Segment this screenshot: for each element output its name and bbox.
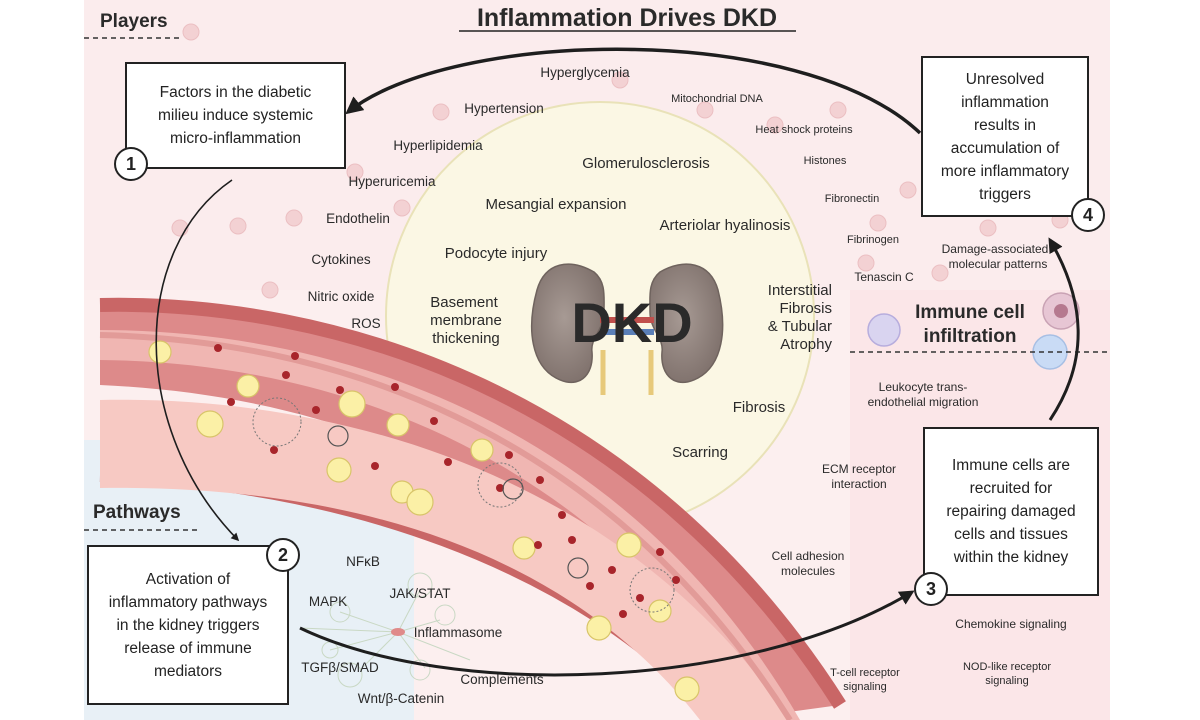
arrow-3-to-4 xyxy=(1048,237,1080,421)
lesion-glomerulosclerosis: Glomerulosclerosis xyxy=(582,155,710,172)
player-nitric-oxide: Nitric oxide xyxy=(308,289,375,304)
section-dividers xyxy=(84,37,1110,531)
vessel-cells xyxy=(148,340,700,702)
immune-nod-line-2: signaling xyxy=(985,675,1028,687)
step-1-badge: 1 xyxy=(114,147,148,181)
kidney-illustration xyxy=(531,263,724,395)
pathways-heading: Pathways xyxy=(93,502,181,523)
pathway-network xyxy=(299,572,471,688)
step-4-line: Unresolved xyxy=(965,70,1045,88)
player-cytokines: Cytokines xyxy=(311,252,371,267)
step-3-line: within the kidney xyxy=(953,549,1069,566)
step-2-line: Activation of xyxy=(145,570,231,588)
pathway-tgfb: TGFβ/SMAD xyxy=(301,660,379,675)
step-4-badge: 4 xyxy=(1071,198,1105,232)
step-1-box: Factors in the diabetic milieu induce sy… xyxy=(125,62,346,169)
step-3-badge: 3 xyxy=(914,572,948,606)
immune-ecm-line-1: ECM receptor xyxy=(822,462,896,476)
player-hyperlipidemia: Hyperlipidemia xyxy=(393,138,483,153)
lesion-interstitial-line-4: Atrophy xyxy=(780,336,832,353)
lesion-interstitial-line-2: Fibrosis xyxy=(779,300,832,317)
lesion-basement-line-2: membrane xyxy=(430,312,502,329)
step-2-line: release of immune xyxy=(124,639,252,657)
lesion-interstitial-line-1: Interstitial xyxy=(768,282,832,299)
pathway-mapk: MAPK xyxy=(309,594,347,609)
immune-adhesion-line-1: Cell adhesion xyxy=(772,549,845,563)
lesion-fibrosis: Fibrosis xyxy=(733,399,786,416)
damp-mito-dna: Mitochondrial DNA xyxy=(671,93,763,105)
step-4-line: triggers xyxy=(979,185,1031,203)
step-4-box: Unresolved inflammation results in accum… xyxy=(921,56,1089,217)
step-4-line: results in xyxy=(973,116,1037,134)
pathway-jakstat: JAK/STAT xyxy=(389,586,450,601)
lesion-scarring: Scarring xyxy=(672,444,728,461)
immune-leukocyte-line-2: endothelial migration xyxy=(868,395,979,409)
step-2-box: Activation of inflammatory pathways in t… xyxy=(87,545,289,705)
immune-heading-line-2: infiltration xyxy=(924,326,1017,347)
player-ros: ROS xyxy=(351,316,380,331)
immune-heading-line-1: Immune cell xyxy=(915,302,1025,323)
step-4-line: accumulation of xyxy=(950,139,1060,157)
player-hypertension: Hypertension xyxy=(464,101,544,116)
pathway-wnt: Wnt/β-Catenin xyxy=(358,691,445,706)
arrow-2-to-3 xyxy=(299,590,915,677)
player-hyperuricemia: Hyperuricemia xyxy=(348,174,436,189)
lesion-mesangial: Mesangial expansion xyxy=(486,196,627,213)
lesion-basement-line-3: thickening xyxy=(432,330,500,347)
step-3-line: recruited for xyxy=(969,480,1053,497)
damp-tenascin: Tenascin C xyxy=(854,270,914,284)
damp-hsp: Heat shock proteins xyxy=(755,124,853,136)
page-title: Inflammation Drives DKD xyxy=(477,4,777,32)
lesion-interstitial-line-3: & Tubular xyxy=(768,318,832,335)
step-1-line: milieu induce systemic xyxy=(157,107,314,124)
arrow-1-to-2 xyxy=(155,179,240,542)
step-2-line: mediators xyxy=(153,662,223,680)
step-1-line: Factors in the diabetic xyxy=(159,84,312,101)
immune-chemokine: Chemokine signaling xyxy=(955,617,1066,631)
step-4-line: inflammation xyxy=(961,93,1049,111)
pathway-hub xyxy=(391,628,405,636)
immune-leukocyte-line-1: Leukocyte trans- xyxy=(879,380,968,394)
pathway-complements: Complements xyxy=(460,672,544,687)
immune-adhesion-line-2: molecules xyxy=(781,564,835,578)
damp-label-line-2: molecular patterns xyxy=(949,257,1048,271)
immune-nod-line-1: NOD-like receptor xyxy=(963,661,1051,673)
immune-tcell-line-2: signaling xyxy=(843,681,886,693)
damp-fibronectin: Fibronectin xyxy=(825,193,879,205)
pathway-nfkb: NFκB xyxy=(346,554,380,569)
pathway-inflammasome: Inflammasome xyxy=(414,625,503,640)
step-3-line: repairing damaged xyxy=(946,503,1076,520)
step-2-line: in the kidney triggers xyxy=(116,616,260,634)
step-3-line: cells and tissues xyxy=(954,526,1068,543)
step-4-line: more inflammatory xyxy=(940,162,1070,180)
lesion-basement-line-1: Basement xyxy=(430,294,498,311)
arrow-4-to-1 xyxy=(345,47,922,135)
lesion-arteriolar: Arteriolar hyalinosis xyxy=(660,217,791,234)
players-heading: Players xyxy=(100,11,168,32)
step-2-line: inflammatory pathways xyxy=(108,593,268,611)
immune-ecm-line-2: interaction xyxy=(831,477,886,491)
player-endothelin: Endothelin xyxy=(326,211,390,226)
lesion-podocyte: Podocyte injury xyxy=(445,245,548,262)
damp-label-line-1: Damage-associated xyxy=(942,242,1049,256)
step-3-box: Immune cells are recruited for repairing… xyxy=(923,427,1099,596)
damp-fibrinogen: Fibrinogen xyxy=(847,234,899,246)
step-2-badge: 2 xyxy=(266,538,300,572)
step-1-line: micro-inflammation xyxy=(170,130,301,147)
dkd-label: DKD xyxy=(571,291,692,354)
player-hyperglycemia: Hyperglycemia xyxy=(540,65,630,80)
step-3-line: Immune cells are xyxy=(951,457,1070,474)
immune-cells xyxy=(867,292,1080,370)
immune-tcell-line-1: T-cell receptor xyxy=(830,667,900,679)
damp-histones: Histones xyxy=(804,155,847,167)
